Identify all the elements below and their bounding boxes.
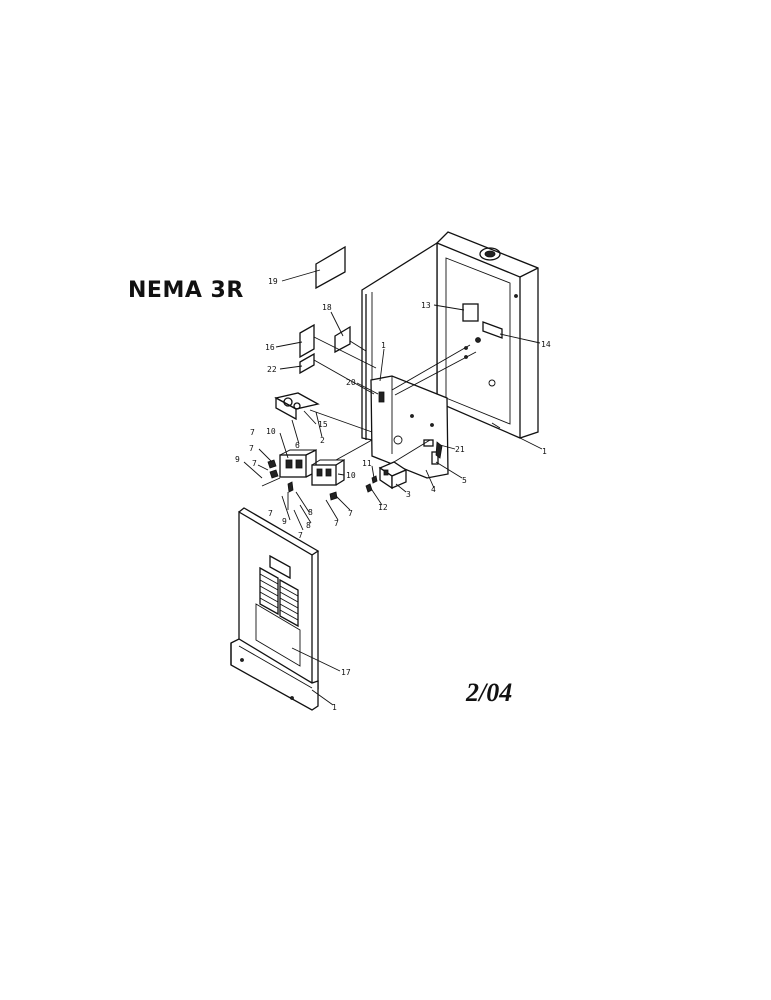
diagram-title: NEMA 3R [128,278,244,303]
callout-7-a: 7 [250,428,255,437]
callout-6: 6 [295,441,300,450]
callout-22: 22 [267,365,277,374]
callout-7-e: 7 [334,519,339,528]
leader-lines [243,269,543,706]
callout-9-a: 9 [235,455,240,464]
callout-7-f: 7 [348,509,353,518]
callout-21: 21 [455,445,465,454]
callout-7-g: 7 [268,509,273,518]
callout-12: 12 [378,503,388,512]
callout-8-a: 8 [308,508,313,517]
callout-15: 15 [318,420,328,429]
callout-9-b: 9 [282,517,287,526]
callout-3: 3 [406,490,411,499]
callout-10-right: 10 [346,471,356,480]
label-decals [299,245,377,395]
callout-2: 2 [320,436,325,445]
callout-16: 16 [265,343,275,352]
callout-20: 20 [346,378,356,387]
component-3 [365,439,431,493]
front-cover [230,507,320,711]
callout-10-left: 10 [266,427,276,436]
callout-1-panel: 1 [381,341,386,350]
callout-1-box: 1 [542,447,547,456]
callout-7-c: 7 [252,459,257,468]
callout-13: 13 [421,301,431,310]
callout-5: 5 [462,476,467,485]
callout-11: 11 [362,459,372,468]
revision-date: 2/04 [466,678,513,707]
callout-7-d: 7 [298,531,303,540]
breaker-cluster-left [261,448,317,510]
callout-19: 19 [268,277,278,286]
breaker-cluster-right [311,439,373,501]
component-15 [274,392,373,433]
mounting-plate [370,337,481,479]
callout-18: 18 [322,303,332,312]
enclosure-box [436,231,539,439]
callout-numbers: 19 18 16 22 1 20 15 2 6 10 7 7 9 7 10 8 … [235,277,551,712]
callout-4: 4 [431,485,436,494]
callout-8-b: 8 [306,521,311,530]
callout-1-cover: 1 [332,703,337,712]
callout-17: 17 [341,668,351,677]
callout-7-b: 7 [249,444,254,453]
callout-14: 14 [541,340,551,349]
